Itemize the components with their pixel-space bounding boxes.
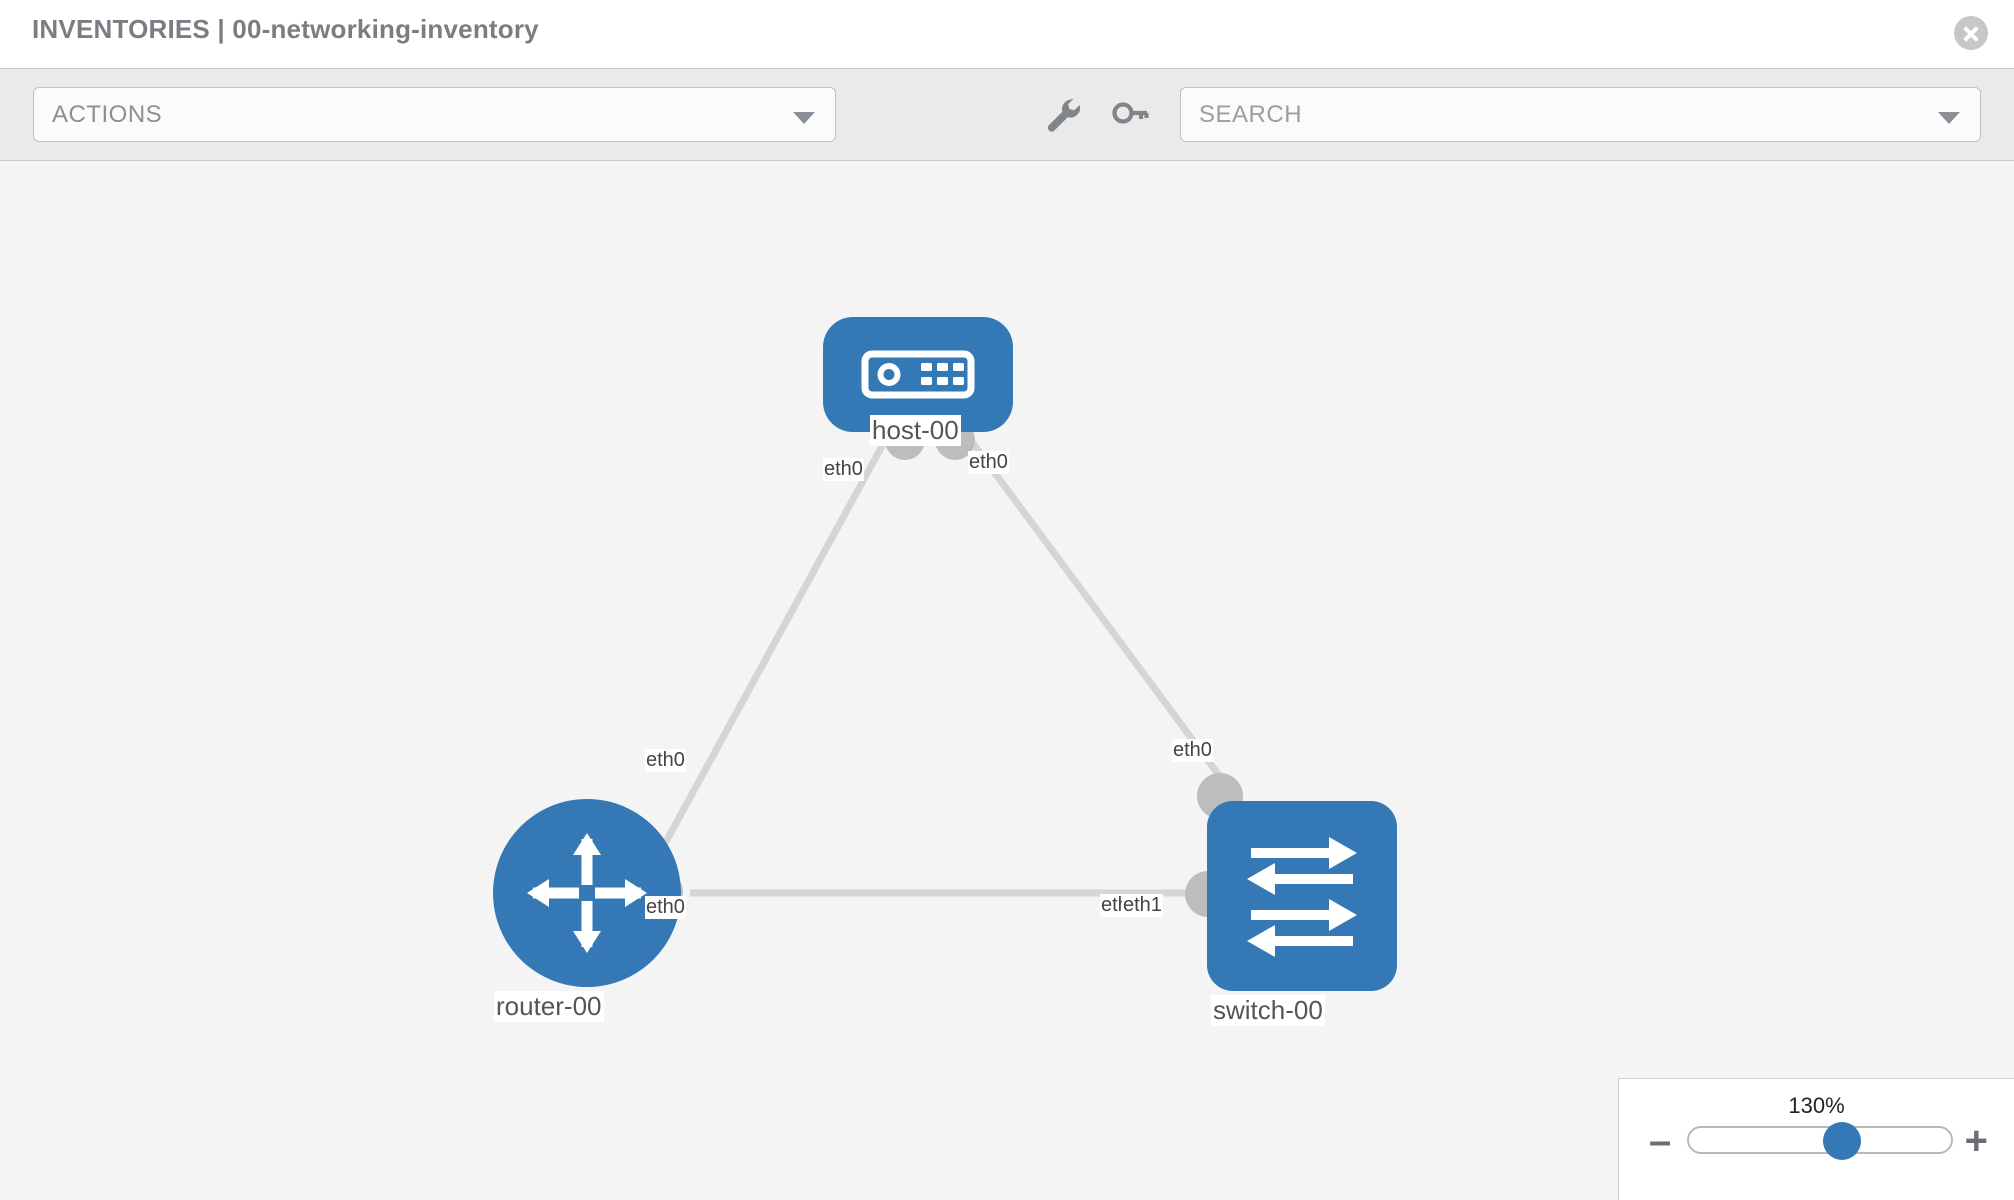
port-label-router-up: eth0 (645, 749, 686, 772)
port-label-host-right: eth0 (968, 451, 1009, 474)
zoom-out-button[interactable]: – (1649, 1119, 1672, 1163)
edge-host-switch[interactable] (957, 423, 1241, 804)
zoom-control-panel: 130% – + (1618, 1078, 2014, 1200)
node-switch-00-shape[interactable] (1207, 801, 1397, 991)
page-header: INVENTORIES | 00-networking-inventory (0, 0, 2014, 68)
node-host-00-label: host-00 (870, 415, 961, 446)
key-icon[interactable] (1108, 93, 1152, 137)
router-icon (527, 833, 647, 953)
node-router-00-label: router-00 (494, 991, 604, 1022)
node-switch-00[interactable]: switch-00 (1185, 773, 1397, 1026)
close-icon[interactable] (1954, 16, 1988, 50)
port-label-host-left: eth0 (823, 458, 864, 481)
actions-dropdown[interactable]: ACTIONS (33, 87, 836, 142)
zoom-in-button[interactable]: + (1964, 1119, 1988, 1163)
actions-dropdown-label: ACTIONS (52, 101, 163, 128)
search-placeholder: SEARCH (1199, 101, 1303, 128)
topology-edges (646, 423, 1241, 897)
port-label-switch-left-front: eth1 (1122, 894, 1163, 917)
edge-host-router[interactable] (646, 424, 897, 873)
chevron-down-icon[interactable] (1938, 112, 1960, 124)
switch-icon (1247, 837, 1357, 957)
toolbar: ACTIONS SEARCH (0, 68, 2014, 161)
node-host-00[interactable]: host-00 (823, 317, 1013, 460)
node-router-00-shape[interactable] (493, 799, 681, 987)
page-title: INVENTORIES | 00-networking-inventory (32, 14, 539, 44)
topology-canvas[interactable]: host-00 eth0 eth0 (0, 161, 2014, 1200)
chevron-down-icon (793, 112, 815, 124)
zoom-slider-thumb[interactable] (1823, 1122, 1862, 1160)
node-router-00[interactable]: router-00 (493, 799, 683, 1022)
zoom-slider[interactable] (1687, 1122, 1953, 1160)
node-host-00-shape[interactable] (823, 317, 1013, 432)
zoom-percent-label: 130% (1788, 1093, 1845, 1118)
server-icon (861, 350, 975, 399)
port-label-router-right: eth0 (645, 896, 686, 919)
node-switch-00-label: switch-00 (1211, 995, 1325, 1026)
wrench-icon[interactable] (1041, 93, 1085, 137)
search-input[interactable]: SEARCH (1180, 87, 1981, 142)
port-label-switch-up: eth0 (1172, 739, 1213, 762)
